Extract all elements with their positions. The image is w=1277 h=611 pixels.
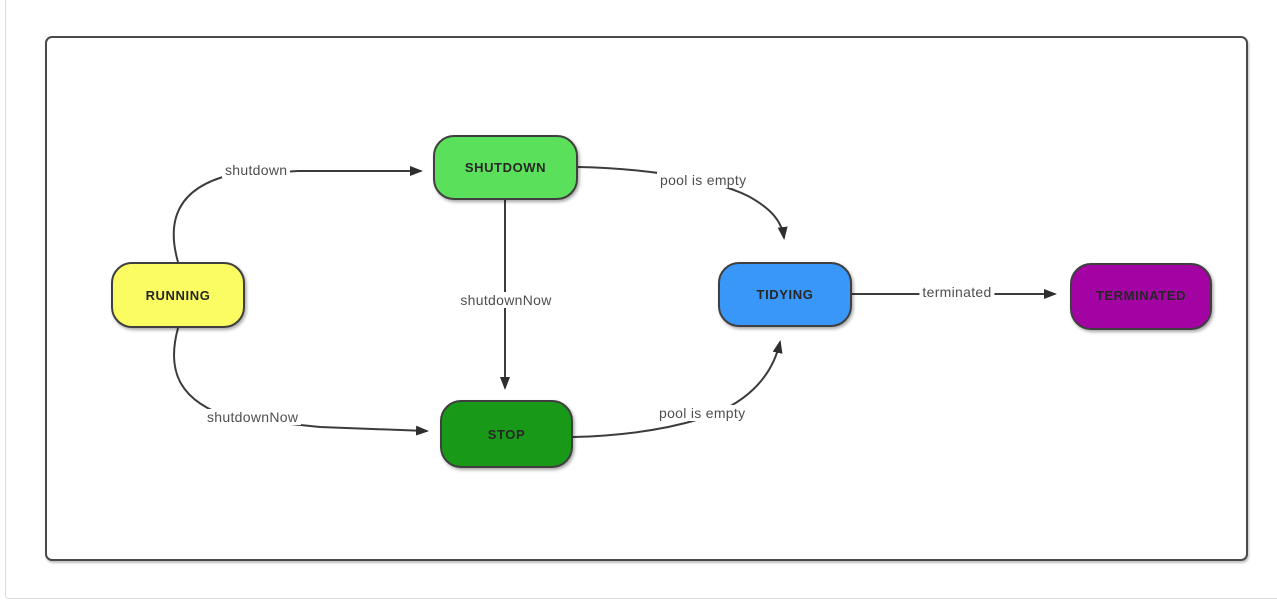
edge-label-shutdownnow-shutdown-stop: shutdownNow [457, 292, 555, 308]
state-node-shutdown: SHUTDOWN [433, 135, 578, 200]
state-label-running: RUNNING [145, 287, 211, 303]
state-node-tidying: TIDYING [718, 262, 852, 327]
edge-label-pool-is-empty-bottom: pool is empty [656, 405, 749, 421]
state-label-shutdown: SHUTDOWN [464, 160, 547, 175]
state-node-terminated: TERMINATED [1070, 263, 1212, 330]
edge-label-shutdownnow-running-stop: shutdownNow [204, 409, 302, 425]
state-label-tidying: TIDYING [756, 287, 814, 302]
edge-label-pool-is-empty-top: pool is empty [657, 172, 750, 188]
state-label-terminated: TERMINATED [1095, 288, 1187, 304]
state-label-stop: STOP [487, 426, 526, 442]
state-node-stop: STOP [440, 400, 573, 468]
edge-label-shutdown: shutdown [222, 162, 291, 178]
edge-label-terminated: terminated [919, 284, 995, 300]
state-node-running: RUNNING [111, 262, 245, 328]
